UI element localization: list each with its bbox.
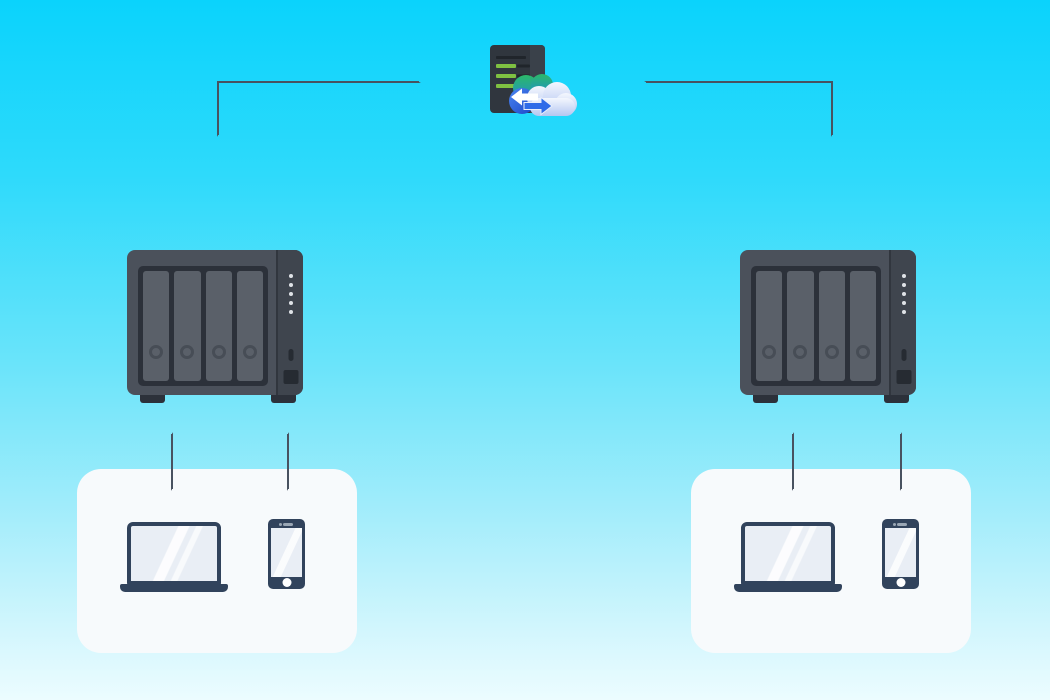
drive-bay xyxy=(236,271,263,381)
laptop-screen xyxy=(127,522,221,585)
smartphone-speaker xyxy=(897,523,908,526)
status-led xyxy=(901,274,906,278)
drive-bay xyxy=(174,271,201,381)
status-led xyxy=(901,283,906,287)
nas-side-panel xyxy=(276,250,303,395)
drive-bay xyxy=(205,271,232,381)
smartphone-home-button xyxy=(282,578,291,587)
status-led xyxy=(288,274,293,278)
arrow-nas-right-to-server xyxy=(646,82,833,135)
power-button-icon xyxy=(283,370,298,384)
bay-lock-icon xyxy=(149,345,164,359)
nas-right xyxy=(740,250,916,403)
status-led xyxy=(288,283,293,287)
status-led xyxy=(901,301,906,305)
laptop-icon xyxy=(734,522,842,592)
bay-lock-icon xyxy=(211,345,226,359)
drive-bay xyxy=(143,271,170,381)
smartphone-screen xyxy=(271,528,302,577)
laptop-icon xyxy=(120,522,228,592)
bay-lock-icon xyxy=(855,345,870,359)
smartphone-speaker xyxy=(283,523,294,526)
nas-drive-panel xyxy=(138,266,268,386)
nas-drive-panel xyxy=(751,266,881,386)
status-led-column xyxy=(288,274,293,314)
nas-foot xyxy=(884,395,909,403)
sync-cloud-icon xyxy=(509,74,577,116)
nas-foot xyxy=(140,395,165,403)
nas-left xyxy=(127,250,303,403)
cloud-sync-server xyxy=(486,40,582,124)
drive-bay xyxy=(818,271,845,381)
arrow-nas-left-to-server xyxy=(218,81,419,135)
smartphone-home-button xyxy=(896,578,905,587)
bay-lock-icon xyxy=(793,345,808,359)
nas-foot xyxy=(271,395,296,403)
sync-arrow-left xyxy=(511,88,538,106)
client-group-right xyxy=(691,469,971,653)
status-led xyxy=(288,310,293,314)
status-led-column xyxy=(901,274,906,314)
drive-bay xyxy=(849,271,876,381)
power-button-icon xyxy=(896,370,911,384)
smartphone-camera-dot xyxy=(279,523,282,526)
bay-lock-icon xyxy=(762,345,777,359)
status-led xyxy=(901,310,906,314)
smartphone-icon xyxy=(882,519,919,589)
laptop-screen xyxy=(741,522,835,585)
client-group-left xyxy=(77,469,357,653)
drive-bay xyxy=(787,271,814,381)
bay-lock-icon xyxy=(180,345,195,359)
laptop-base xyxy=(120,584,228,592)
usb-port-icon xyxy=(288,349,293,361)
smartphone-camera-dot xyxy=(893,523,896,526)
status-led xyxy=(288,301,293,305)
usb-port-icon xyxy=(901,349,906,361)
smartphone-icon xyxy=(268,519,305,589)
nas-side-panel xyxy=(889,250,916,395)
bay-lock-icon xyxy=(824,345,839,359)
bay-lock-icon xyxy=(242,345,257,359)
laptop-base xyxy=(734,584,842,592)
status-led xyxy=(901,292,906,296)
nas-foot xyxy=(753,395,778,403)
status-led xyxy=(288,292,293,296)
sync-arrow-right xyxy=(523,96,553,116)
drive-bay xyxy=(756,271,783,381)
smartphone-screen xyxy=(885,528,916,577)
